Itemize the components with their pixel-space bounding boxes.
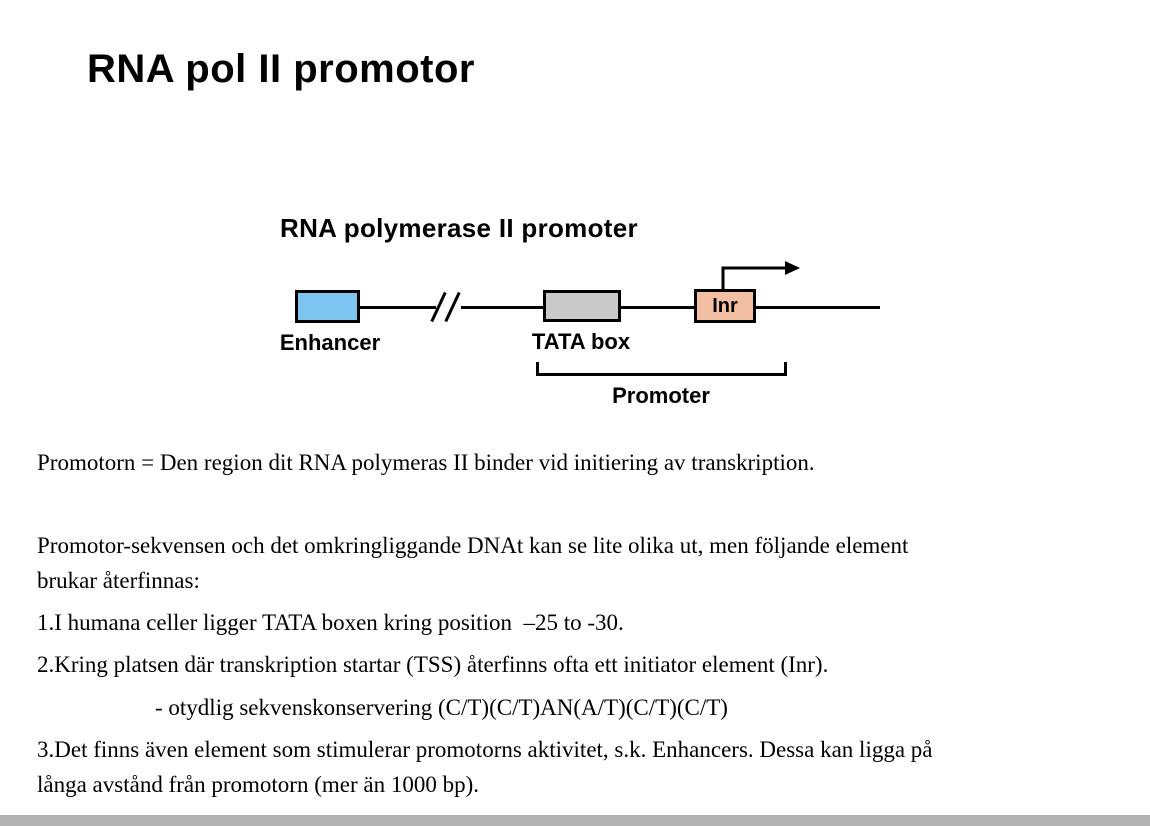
list-item-3-enhancers: 3.Det finns även element som stimulerar …: [37, 737, 933, 797]
inr-box: Inr: [694, 289, 756, 323]
dna-line-left-segment: [300, 306, 436, 309]
tata-box: [543, 290, 621, 322]
diagram-heading: RNA polymerase II promoter: [280, 213, 638, 243]
promoter-bracket: [536, 362, 787, 376]
inr-box-label: Inr: [712, 294, 738, 317]
promoter-label: Promoter: [612, 383, 710, 408]
enhancer-label: Enhancer: [279, 330, 381, 355]
bottom-window-bar: [0, 815, 1150, 826]
slide-title: RNA pol II promotor: [87, 47, 475, 91]
tata-box-label: TATA box: [531, 329, 631, 354]
paragraph-promotor-sekvensen: Promotor-sekvensen och det omkringliggan…: [37, 533, 909, 593]
list-item-2-initiator-element: 2.Kring platsen där transkription starta…: [37, 652, 829, 677]
list-item-1-tata-position: 1.I humana celler ligger TATA boxen krin…: [37, 610, 624, 635]
dna-line-right-segment: [461, 306, 880, 309]
list-item-2-sub-consensus: - otydlig sekvenskonservering (C/T)(C/T)…: [155, 695, 728, 720]
paragraph-promotor-definition: Promotorn = Den region dit RNA polymeras…: [37, 450, 815, 475]
enhancer-box: [295, 290, 360, 323]
line-break-slash-2: [444, 291, 461, 323]
